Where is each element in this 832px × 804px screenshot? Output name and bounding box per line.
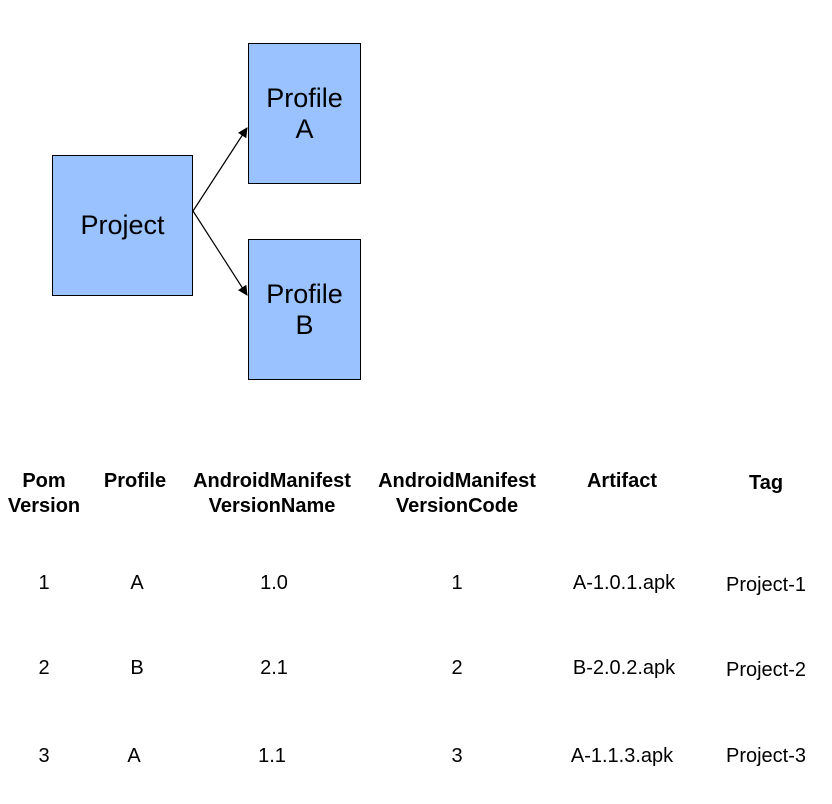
header-tag-line1: Tag — [748, 472, 784, 494]
diagram-arrows — [192, 127, 248, 296]
node-profile-b: Profile B — [248, 239, 361, 380]
header-artifact-line1: Artifact — [586, 470, 658, 492]
node-profile-a: Profile A — [248, 43, 361, 184]
header-versioncode: AndroidManifest VersionCode — [378, 469, 536, 519]
node-project: Project — [52, 155, 193, 296]
header-profile: Profile — [104, 469, 166, 494]
arrow-project-to-profile-b — [192, 210, 248, 296]
node-profile-a-label-line2: A — [295, 113, 314, 144]
table-cell: Project-3 — [725, 745, 807, 767]
table-cell: A — [130, 572, 144, 594]
table-cell: B — [130, 657, 144, 679]
node-profile-b-label-line2: B — [295, 309, 314, 340]
header-pom-version: Pom Version — [8, 469, 80, 519]
node-profile-a-label-line1: Profile — [266, 82, 343, 113]
table-cell: Project-1 — [725, 574, 807, 596]
table-cell: A-1.0.1.apk — [572, 572, 676, 594]
arrow-project-to-profile-a — [192, 127, 248, 212]
header-versionname-line1: AndroidManifest — [193, 470, 351, 492]
table-cell: A-1.1.3.apk — [570, 745, 674, 767]
header-versioncode-line1: AndroidManifest — [378, 470, 536, 492]
table-cell: 1 — [451, 572, 463, 594]
header-versionname: AndroidManifest VersionName — [193, 469, 351, 519]
header-pom-version-line1: Pom — [22, 470, 66, 492]
node-project-label: Project — [80, 210, 165, 240]
table-cell: Project-2 — [725, 659, 807, 681]
header-profile-line1: Profile — [103, 470, 167, 492]
header-versioncode-line2: VersionCode — [395, 495, 519, 517]
table-cell: 2.1 — [260, 657, 288, 679]
table-cell: B-2.0.2.apk — [572, 657, 676, 679]
table-cell: 2 — [451, 657, 463, 679]
table-cell: 2 — [38, 657, 50, 679]
header-artifact: Artifact — [587, 469, 657, 494]
table-cell: 1 — [38, 572, 50, 594]
table-cell: 3 — [451, 745, 463, 767]
table-cell: 1.1 — [258, 745, 286, 767]
table-cell: 3 — [38, 745, 50, 767]
table-cell: A — [127, 745, 141, 767]
header-tag: Tag — [749, 471, 783, 496]
header-versionname-line2: VersionName — [208, 495, 336, 517]
header-pom-version-line2: Version — [7, 495, 81, 517]
node-profile-b-label-line1: Profile — [266, 278, 343, 309]
table-cell: 1.0 — [260, 572, 288, 594]
